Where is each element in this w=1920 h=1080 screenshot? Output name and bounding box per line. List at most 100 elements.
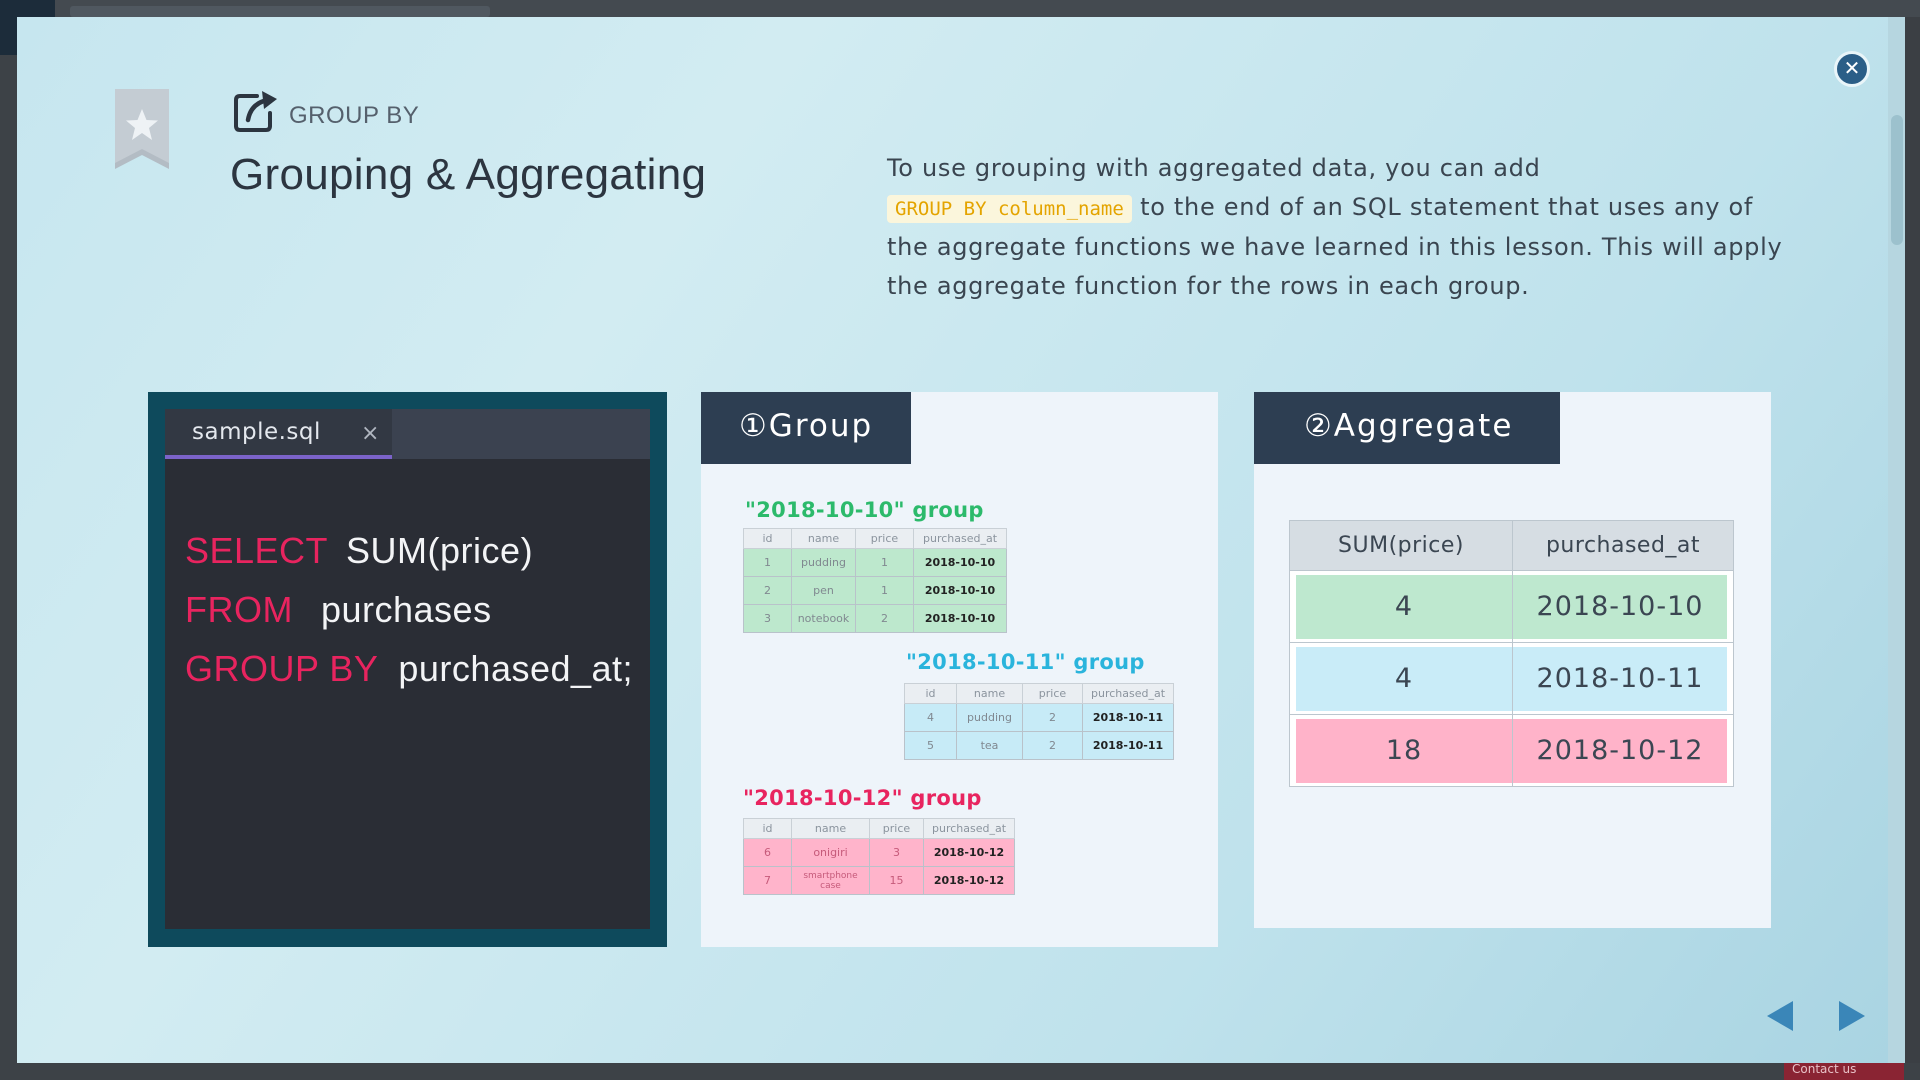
next-arrow-icon[interactable] xyxy=(1839,1001,1865,1031)
group-table: id name price purchased_at 6 onigiri 3 2… xyxy=(743,818,1015,895)
tab-close-icon[interactable]: × xyxy=(361,421,380,446)
table-row: 4 pudding 2 2018-10-11 xyxy=(904,703,1174,732)
table-row: 2 pen 1 2018-10-10 xyxy=(743,576,1007,605)
description-text-continued: to the end of an SQL statement that uses… xyxy=(887,192,1783,300)
table-cell: 2 xyxy=(1022,731,1083,760)
table-row: 18 2018-10-12 xyxy=(1289,714,1734,787)
table-header-row: id name price purchased_at xyxy=(904,683,1174,704)
table-header-row: id name price purchased_at xyxy=(743,528,1007,549)
table-cell: 2 xyxy=(1022,703,1083,732)
table-cell: 1 xyxy=(855,576,914,605)
date-value: 2018-10-10 xyxy=(1513,574,1727,639)
background-sidebar xyxy=(0,0,17,1080)
table-cell: pudding xyxy=(956,703,1023,732)
column-header: purchased_at xyxy=(913,528,1007,549)
table-cell: notebook xyxy=(791,604,856,633)
group-panel-title: ①Group xyxy=(701,392,911,464)
table-cell: 2 xyxy=(855,604,914,633)
table-cell: 2018-10-10 xyxy=(913,604,1007,633)
group-label: "2018-10-10" group xyxy=(745,498,984,522)
aggregate-table: SUM(price) purchased_at 4 2018-10-10 4 2… xyxy=(1289,520,1734,787)
table-cell: 1 xyxy=(743,548,792,577)
close-icon: ✕ xyxy=(1843,56,1861,80)
background-contact-button[interactable]: Contact us xyxy=(1784,1058,1904,1080)
lesson-tag: GROUP BY xyxy=(289,102,420,129)
table-row: 6 onigiri 3 2018-10-12 xyxy=(743,838,1015,867)
table-cell: 4 xyxy=(1289,570,1513,643)
code-keyword: SELECT xyxy=(185,530,329,571)
table-header-row: SUM(price) purchased_at xyxy=(1289,520,1734,571)
table-cell: 2018-10-11 xyxy=(1082,731,1174,760)
column-header: purchased_at xyxy=(923,818,1015,839)
column-header: purchased_at xyxy=(1082,683,1174,704)
close-button[interactable]: ✕ xyxy=(1834,51,1870,87)
column-header: id xyxy=(743,818,792,839)
date-value: 2018-10-11 xyxy=(1513,646,1727,711)
code-text: purchased_at; xyxy=(398,648,634,689)
table-row: 3 notebook 2 2018-10-10 xyxy=(743,604,1007,633)
code-text: purchases xyxy=(320,589,492,630)
table-cell: 2018-10-10 xyxy=(913,548,1007,577)
table-cell: 2018-10-11 xyxy=(1512,642,1734,715)
prev-arrow-icon[interactable] xyxy=(1767,1001,1793,1031)
table-row: 5 tea 2 2018-10-11 xyxy=(904,731,1174,760)
table-row: 4 2018-10-11 xyxy=(1289,642,1734,715)
group-label: "2018-10-12" group xyxy=(743,786,982,810)
sum-value: 18 xyxy=(1296,718,1512,783)
table-cell: 2018-10-12 xyxy=(1512,714,1734,787)
table-cell: 4 xyxy=(904,703,957,732)
table-cell: 3 xyxy=(869,838,924,867)
modal-scrollbar[interactable] xyxy=(1888,17,1905,1063)
table-cell: 18 xyxy=(1289,714,1513,787)
column-header: name xyxy=(791,818,870,839)
table-cell: onigiri xyxy=(791,838,870,867)
editor-tab[interactable]: sample.sql × xyxy=(165,409,392,459)
code-line: GROUP BY purchased_at; xyxy=(185,639,633,698)
column-header: price xyxy=(1022,683,1083,704)
sum-value: 4 xyxy=(1296,574,1512,639)
column-header: name xyxy=(791,528,856,549)
group-panel: ①Group "2018-10-10" group id name price … xyxy=(701,392,1218,947)
table-cell: 2018-10-10 xyxy=(913,576,1007,605)
table-cell: 5 xyxy=(904,731,957,760)
sum-value: 4 xyxy=(1296,646,1512,711)
lesson-title: Grouping & Aggregating xyxy=(230,150,707,199)
external-link-icon[interactable] xyxy=(231,87,279,135)
date-value: 2018-10-12 xyxy=(1513,718,1727,783)
background-search-bar xyxy=(70,6,490,17)
code-keyword: GROUP BY xyxy=(185,648,379,689)
table-cell: smartphone case xyxy=(791,866,870,895)
editor-tab-label: sample.sql xyxy=(192,419,321,445)
table-cell: pudding xyxy=(791,548,856,577)
table-cell: 4 xyxy=(1289,642,1513,715)
table-cell: 1 xyxy=(855,548,914,577)
inline-code: GROUP BY column_name xyxy=(887,194,1132,223)
group-table: id name price purchased_at 4 pudding 2 2… xyxy=(904,683,1174,760)
table-row: 7 smartphone case 15 2018-10-12 xyxy=(743,866,1015,895)
table-row: 4 2018-10-10 xyxy=(1289,570,1734,643)
table-cell: 2018-10-11 xyxy=(1082,703,1174,732)
table-cell: 7 xyxy=(743,866,792,895)
table-header-row: id name price purchased_at xyxy=(743,818,1015,839)
slide-modal: ✕ GROUP BY Grouping & Aggregating To use… xyxy=(17,17,1905,1063)
column-header: id xyxy=(743,528,792,549)
table-cell: 2018-10-12 xyxy=(923,866,1015,895)
scrollbar-thumb[interactable] xyxy=(1891,115,1903,245)
column-header: price xyxy=(869,818,924,839)
code-text: SUM(price) xyxy=(346,530,534,571)
bookmark-star-icon[interactable] xyxy=(113,89,171,171)
column-header: price xyxy=(855,528,914,549)
column-header: id xyxy=(904,683,957,704)
table-row: 1 pudding 1 2018-10-10 xyxy=(743,548,1007,577)
table-cell: 3 xyxy=(743,604,792,633)
aggregate-panel-title: ②Aggregate xyxy=(1254,392,1560,464)
description-text: To use grouping with aggregated data, yo… xyxy=(887,154,1541,182)
table-cell: tea xyxy=(956,731,1023,760)
code-line: SELECT SUM(price) xyxy=(185,521,633,580)
table-cell: 2 xyxy=(743,576,792,605)
group-table: id name price purchased_at 1 pudding 1 2… xyxy=(743,528,1007,633)
